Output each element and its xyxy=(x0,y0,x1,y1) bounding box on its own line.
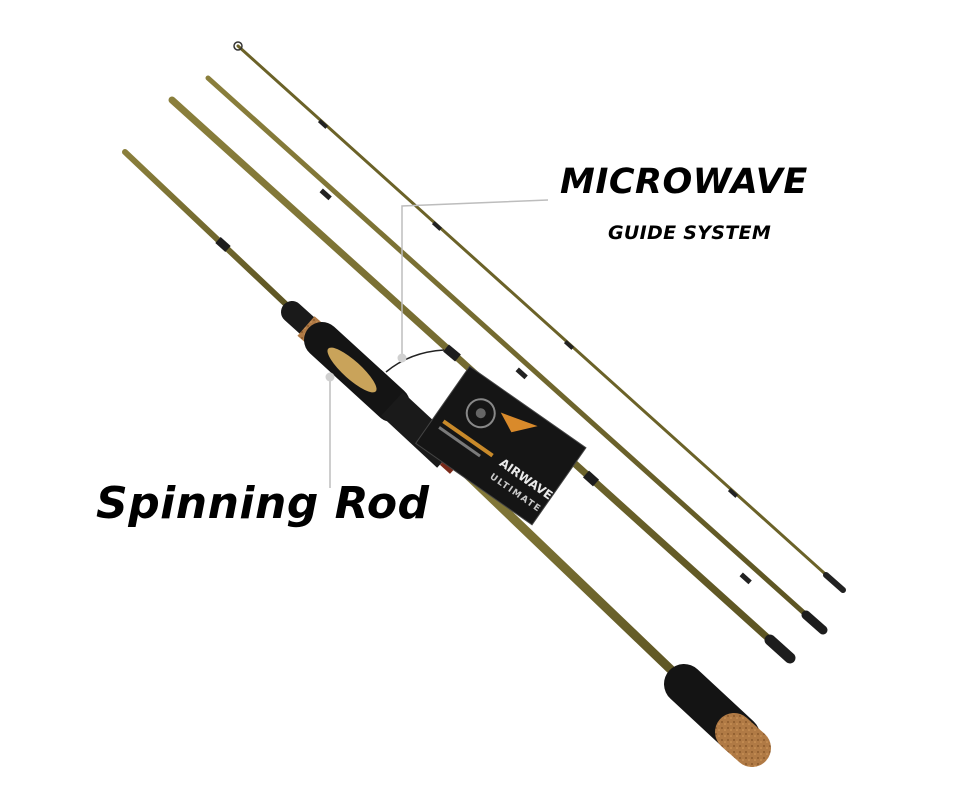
product-hang-tag-icon: AIRWAVE ULTIMATE xyxy=(415,365,587,526)
rod-section-3-blank xyxy=(205,75,826,633)
reel-seat-insert xyxy=(327,347,377,393)
rod-section-2-ferrule xyxy=(764,634,796,664)
rod-callout xyxy=(325,372,335,488)
butt-cap-cork xyxy=(715,713,771,767)
guide-system-title: MICROWAVE xyxy=(560,162,808,202)
rod-section-1-upper-blank xyxy=(122,149,295,313)
guide-system-subtitle: GUIDE SYSTEM xyxy=(608,222,772,244)
tip-top-guide-icon xyxy=(233,41,243,51)
rod-section-3-ferrule xyxy=(801,610,828,635)
rod-section-4-ferrule xyxy=(823,572,846,593)
spinning-rod-title: Spinning Rod xyxy=(96,478,430,529)
hang-tag-string xyxy=(385,349,445,373)
rod-guide-ring-icon xyxy=(319,188,752,585)
rod-tip-section xyxy=(233,41,846,593)
guide-callout xyxy=(397,199,549,363)
rod-mid-section-upper xyxy=(205,75,828,635)
rod-section-2-winding-lower xyxy=(582,470,600,487)
rod-section-1-lower-blank xyxy=(445,453,695,693)
rod-section-2-winding xyxy=(443,344,461,362)
rod-section-4-blank xyxy=(236,44,845,592)
rod-section-1-winding xyxy=(215,237,231,252)
rod-guide-ring-icon xyxy=(317,119,739,498)
